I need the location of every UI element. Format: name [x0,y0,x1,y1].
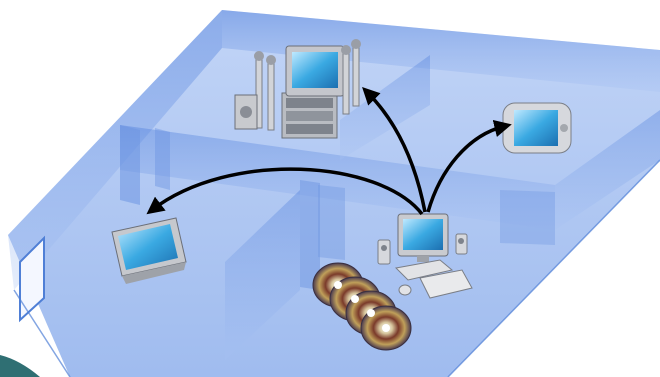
media-pc-icon [377,213,473,299]
interior-wall-middle [120,125,555,230]
left-outer-wall [8,10,222,290]
interior-wall-front [225,190,300,360]
interior-wall-center-b [318,185,345,260]
interior-wall-upper [340,55,430,160]
interior-wall-right-b [500,190,555,245]
dvd-discs-icon [312,262,412,351]
floor-edges-right [447,159,660,377]
back-wall [222,10,660,92]
portable-media-player-icon [502,102,572,154]
interior-wall-center [300,180,320,290]
interior-wall-left [120,125,140,205]
home-theater-icon [234,39,361,139]
arrow-to-crt-tv [146,167,424,216]
corner-accent [0,355,40,377]
arrow-to-portable-player [426,119,512,213]
floor-edges [13,289,71,377]
arrow-to-home-theater [362,87,427,213]
interior-wall-left-b [155,128,170,190]
interior-wall-right [555,110,660,230]
crt-tv-icon [111,217,187,284]
